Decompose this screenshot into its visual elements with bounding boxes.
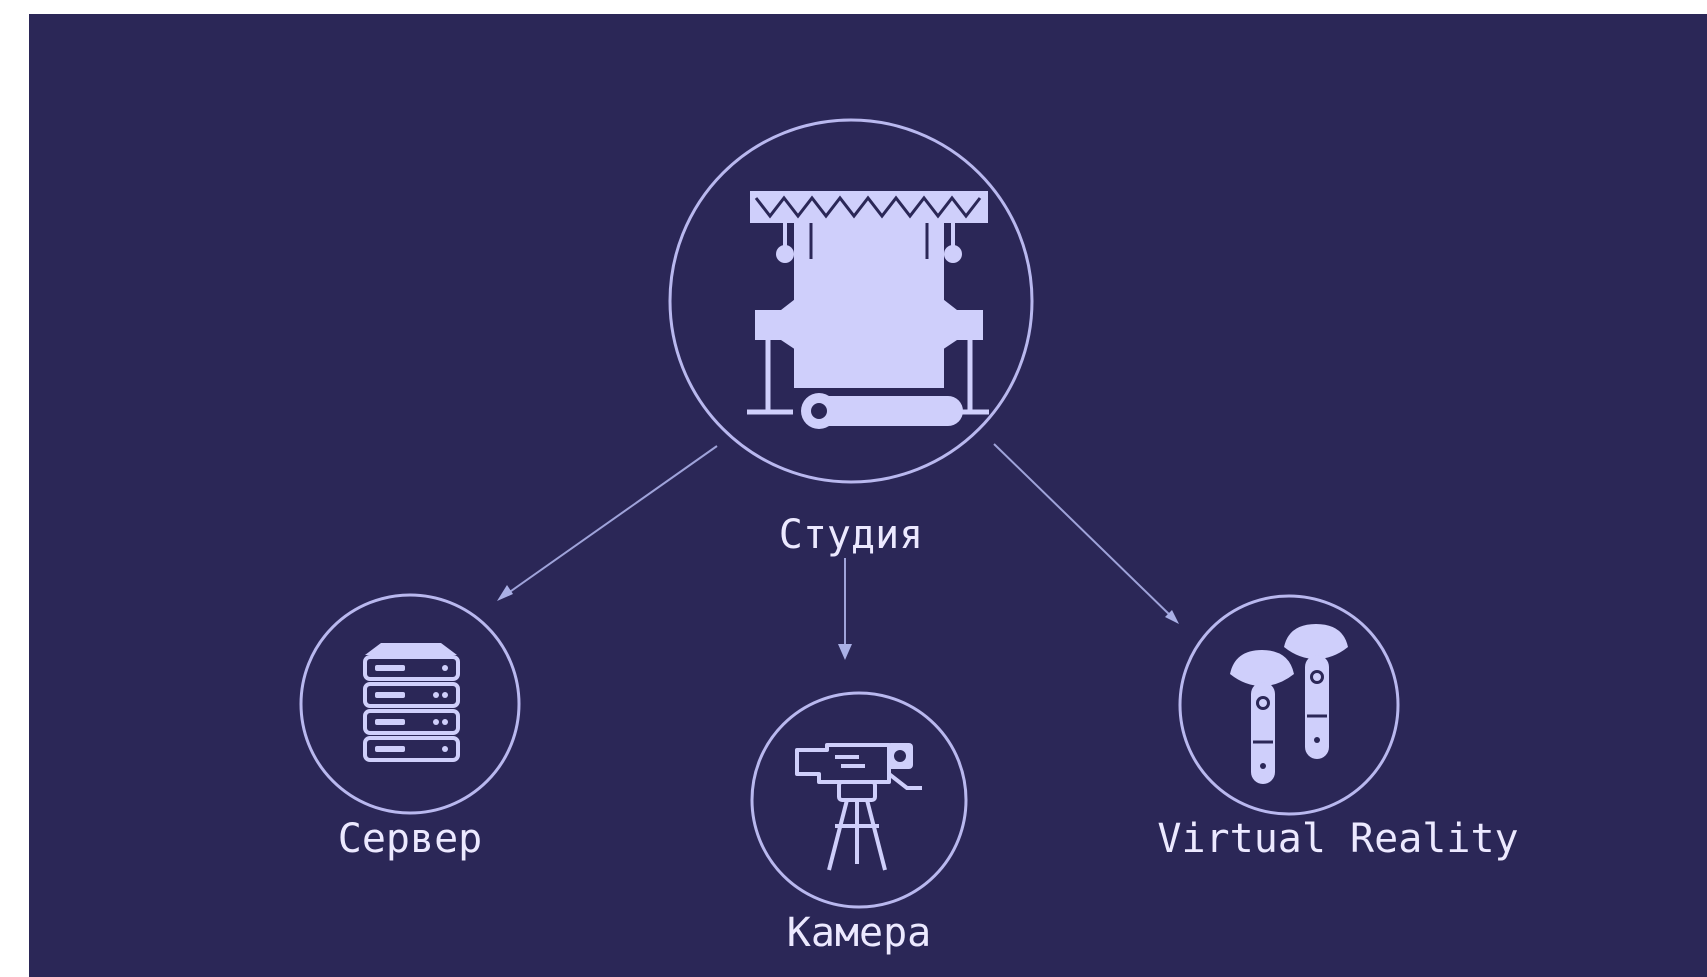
node-camera: Камера <box>750 691 968 956</box>
node-server: Сервер <box>299 593 521 862</box>
studio-backdrop-icon <box>747 191 989 429</box>
node-server-ring <box>299 593 521 815</box>
node-vr-label: Virtual Reality <box>1157 816 1518 862</box>
node-camera-ring <box>750 691 968 909</box>
node-vr-ring <box>1178 594 1400 816</box>
diagram-canvas: Студия Сервер <box>29 14 1707 977</box>
node-camera-label: Камера <box>787 910 932 956</box>
video-camera-icon <box>795 743 922 871</box>
node-server-label: Сервер <box>338 816 483 862</box>
edge-studio-vr <box>993 443 1179 624</box>
vr-controllers-icon <box>1230 624 1348 784</box>
edge-studio-server <box>497 445 718 601</box>
node-studio-label: Студия <box>779 512 924 558</box>
diagram-svg: Студия Сервер <box>299 118 1519 956</box>
node-vr: Virtual Reality <box>1157 594 1519 862</box>
server-rack-icon <box>363 643 460 762</box>
edge-studio-camera <box>838 558 852 660</box>
node-studio-ring <box>668 118 1034 484</box>
node-studio: Студия <box>668 118 1034 558</box>
